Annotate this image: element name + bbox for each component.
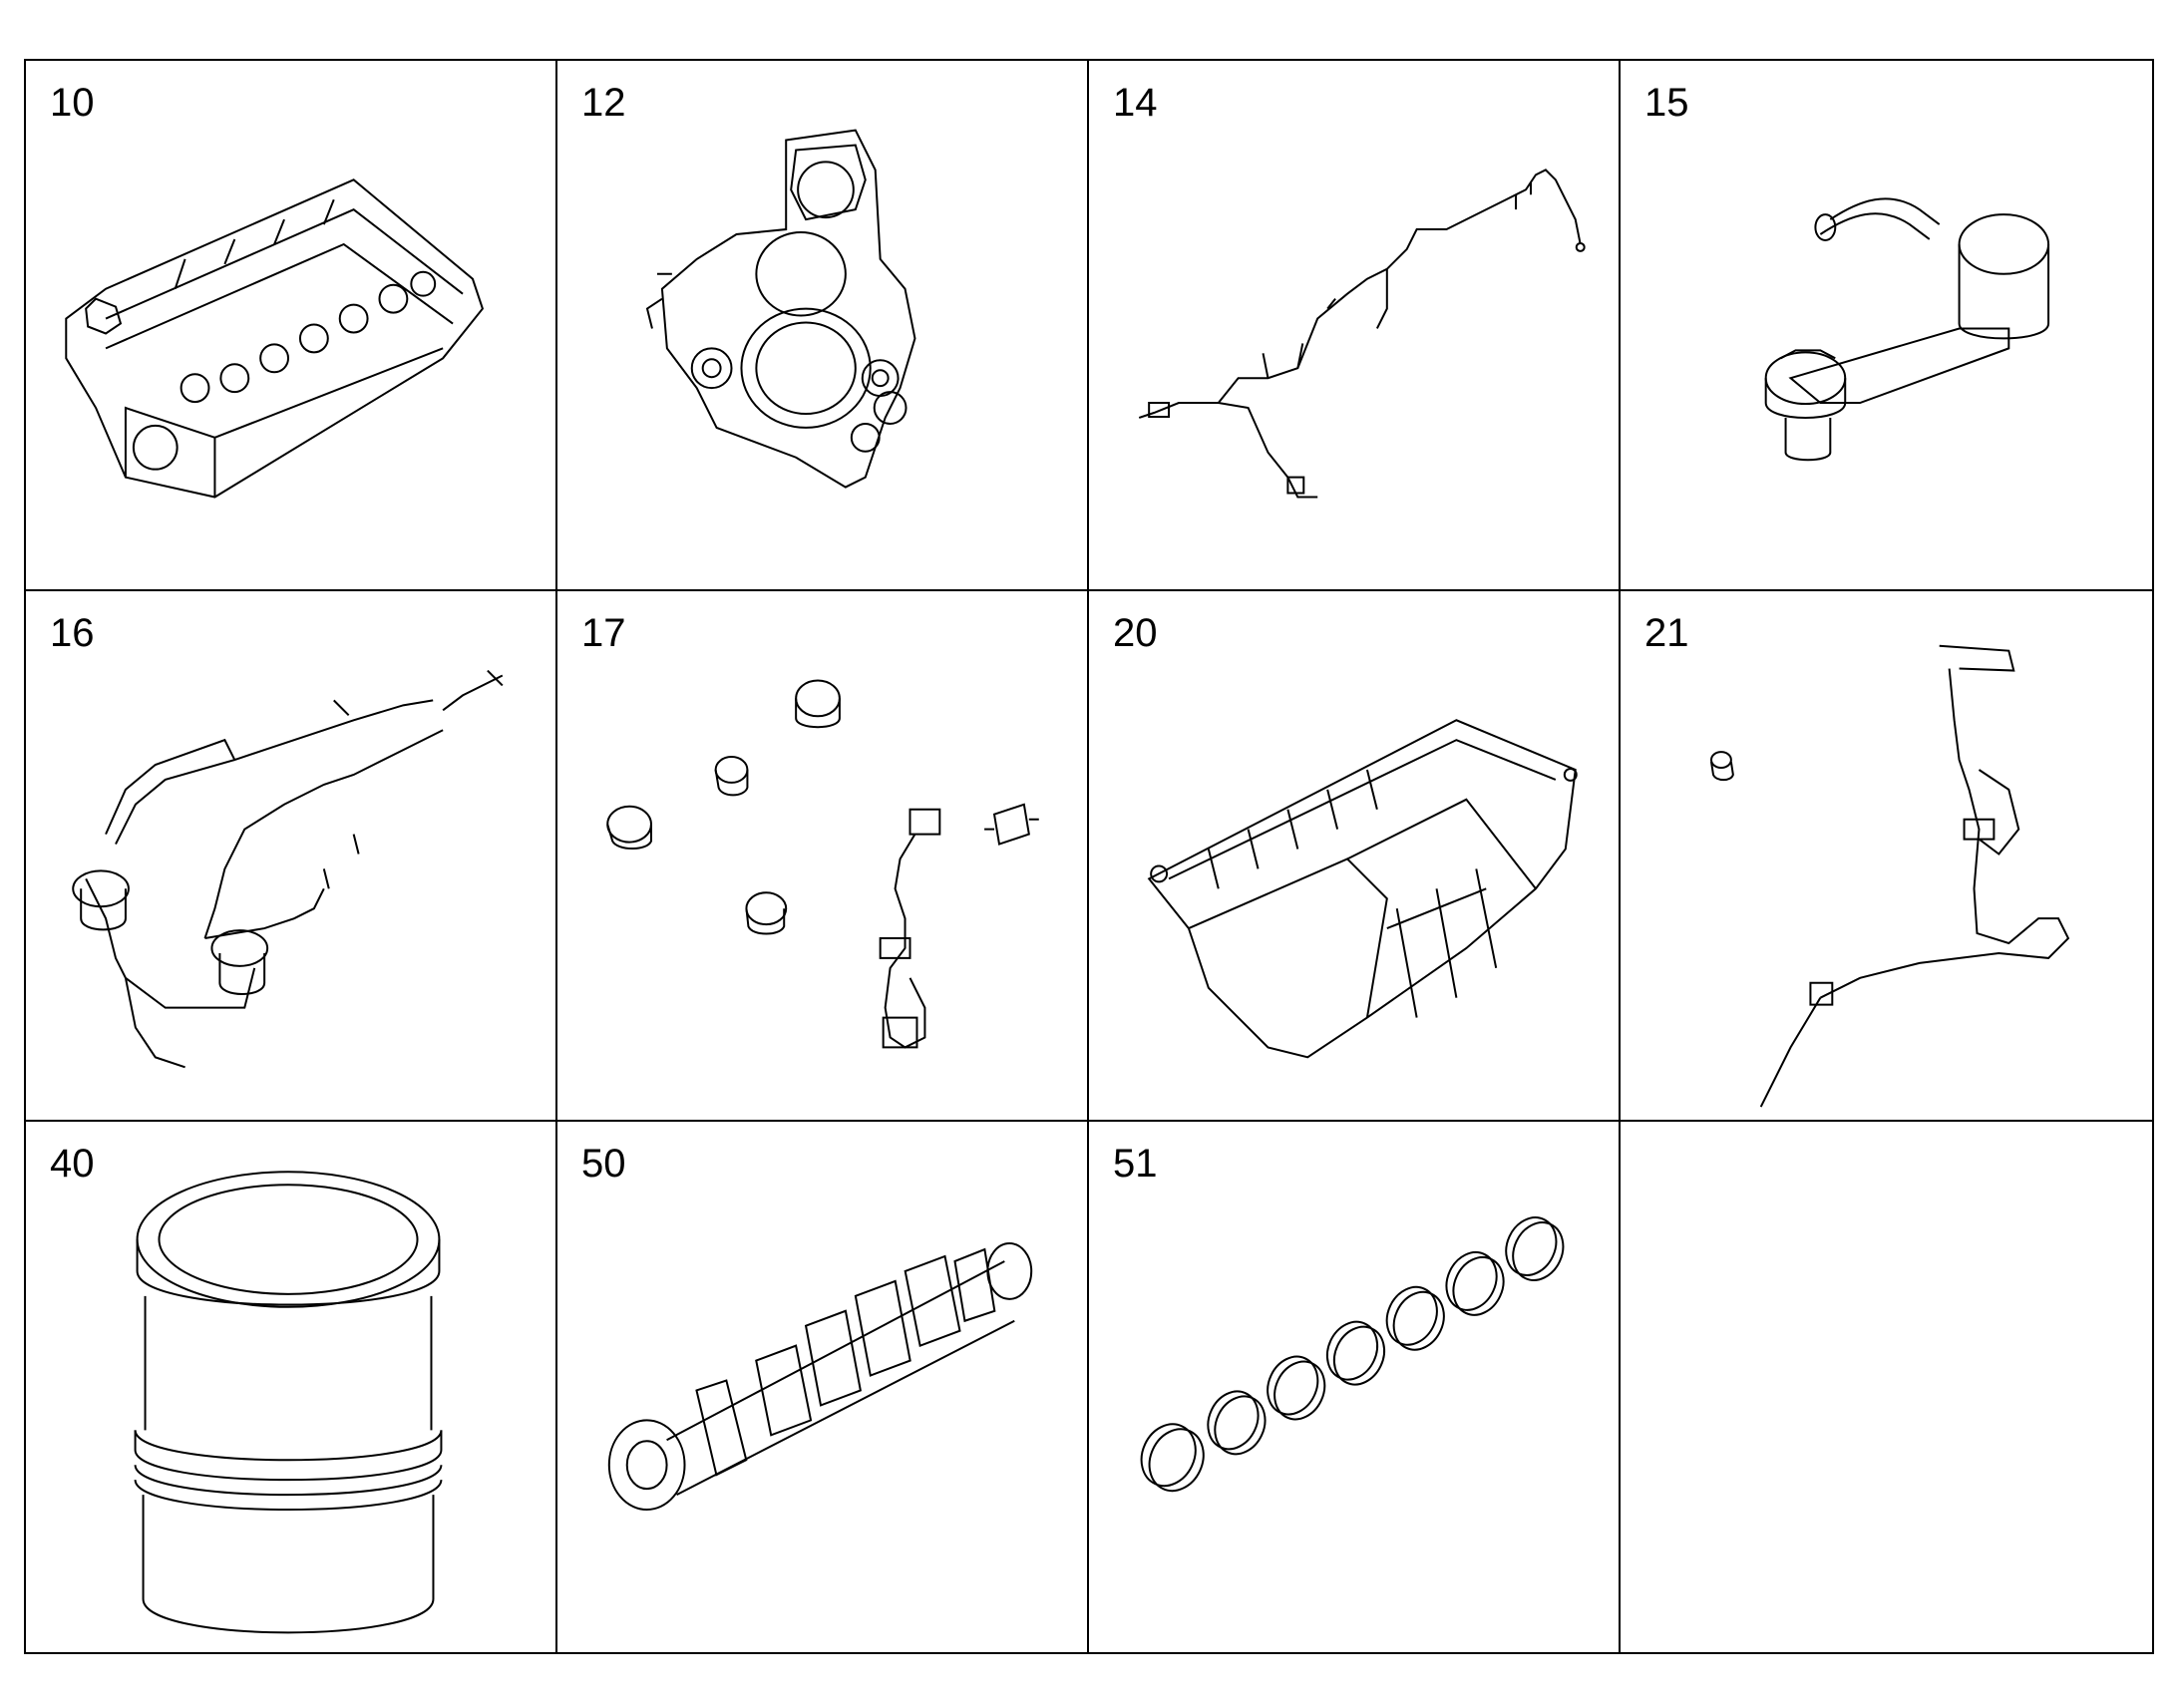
part-number: 20 bbox=[1113, 611, 1158, 655]
part-number: 14 bbox=[1113, 81, 1158, 125]
part-cell-50[interactable]: 50 bbox=[557, 1122, 1089, 1652]
part-number: 50 bbox=[581, 1142, 626, 1186]
main-bearings-icon bbox=[1089, 1122, 1619, 1652]
part-cell-40[interactable]: 40 bbox=[26, 1122, 557, 1652]
part-cell-20[interactable]: 20 bbox=[1089, 591, 1621, 1122]
empty-cell bbox=[1621, 1122, 2152, 1652]
part-cell-51[interactable]: 51 bbox=[1089, 1122, 1621, 1652]
part-number: 15 bbox=[1644, 81, 1689, 125]
part-cell-21[interactable]: 21 bbox=[1621, 591, 2152, 1122]
cylinder-liner-icon bbox=[26, 1122, 555, 1652]
part-number: 16 bbox=[50, 611, 95, 655]
oil-filter-housing-icon bbox=[1621, 61, 2152, 589]
part-number: 51 bbox=[1113, 1142, 1158, 1186]
part-number: 10 bbox=[50, 81, 95, 125]
parts-grid: 10 12 bbox=[24, 59, 2154, 1654]
dipstick-icon bbox=[1621, 591, 2152, 1120]
part-cell-15[interactable]: 15 bbox=[1621, 61, 2152, 591]
oil-pan-icon bbox=[1089, 591, 1619, 1120]
wiring-harness-icon bbox=[1089, 61, 1619, 589]
part-number: 21 bbox=[1644, 611, 1689, 655]
part-cell-16[interactable]: 16 bbox=[26, 591, 557, 1122]
engine-block-icon bbox=[26, 61, 555, 589]
timing-case-cover-icon bbox=[557, 61, 1087, 589]
part-number: 12 bbox=[581, 81, 626, 125]
part-number: 40 bbox=[50, 1142, 95, 1186]
fuel-lines-icon bbox=[26, 591, 555, 1120]
plugs-and-sensor-icon bbox=[557, 591, 1087, 1120]
part-cell-17[interactable]: 17 bbox=[557, 591, 1089, 1122]
part-cell-14[interactable]: 14 bbox=[1089, 61, 1621, 591]
part-cell-12[interactable]: 12 bbox=[557, 61, 1089, 591]
part-number: 17 bbox=[581, 611, 626, 655]
part-cell-10[interactable]: 10 bbox=[26, 61, 557, 591]
crankshaft-icon bbox=[557, 1122, 1087, 1652]
